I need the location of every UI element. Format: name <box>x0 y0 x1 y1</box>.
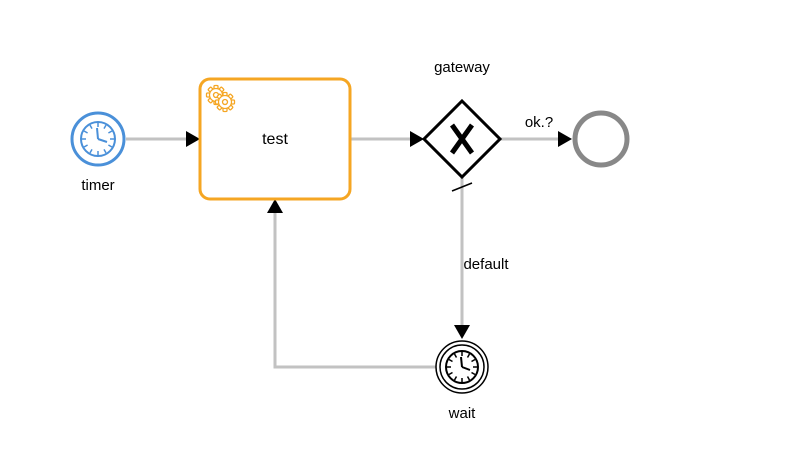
flow-gateway-to-end[interactable]: ok.? <box>500 114 572 147</box>
gateway-label: gateway <box>434 59 490 76</box>
task-box <box>198 77 352 201</box>
clock-icon <box>445 350 479 384</box>
timer-start-label: timer <box>81 177 114 194</box>
exclusive-gateway-icon <box>449 123 475 155</box>
timer-start-event[interactable]: timer <box>70 111 126 194</box>
arrowhead-icon <box>454 325 470 339</box>
arrowhead-icon <box>558 131 572 147</box>
task-label: test <box>262 131 288 148</box>
wait-event-label: wait <box>448 405 477 422</box>
end-event-circle <box>572 110 630 168</box>
flow-timer-to-task[interactable] <box>126 131 200 147</box>
arrowhead-icon <box>186 131 200 147</box>
gear-icon <box>205 84 236 113</box>
flow-wait-to-task[interactable] <box>267 199 436 369</box>
flow-line <box>273 213 436 369</box>
default-flow-marker-icon <box>451 182 473 192</box>
wait-timer-event[interactable]: wait <box>435 340 489 422</box>
flow-label-ok: ok.? <box>525 114 553 131</box>
flow-task-to-gateway[interactable] <box>350 131 424 147</box>
clock-icon <box>80 121 116 157</box>
exclusive-gateway[interactable]: gateway <box>421 59 503 180</box>
arrowhead-icon <box>267 199 283 213</box>
service-task[interactable]: test <box>198 77 352 201</box>
arrowhead-icon <box>410 131 424 147</box>
flow-label-default: default <box>463 256 509 273</box>
flow-gateway-to-wait[interactable]: default <box>451 177 509 339</box>
end-event[interactable] <box>572 110 630 168</box>
